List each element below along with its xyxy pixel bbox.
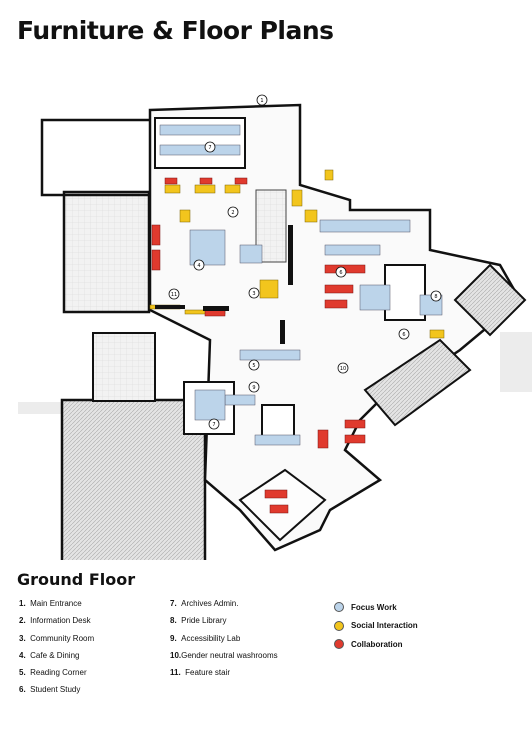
legend-item: 10.Gender neutral washrooms: [170, 650, 278, 660]
marker-label: 8: [434, 294, 437, 300]
legend-item: 5. Reading Corner: [19, 668, 87, 678]
room-legend-left: 1. Main Entrance 2. Information Desk 3. …: [19, 598, 94, 702]
collaboration-swatch-icon: [334, 639, 344, 650]
marker-10: 10: [337, 362, 349, 374]
key-focus-work: Focus Work: [334, 598, 418, 617]
marker-label: 7: [208, 145, 211, 151]
marker-2: 2: [227, 206, 239, 218]
east-wing: [453, 263, 527, 337]
marker-6a: 6: [335, 266, 347, 278]
marker-label: 9: [252, 385, 255, 391]
floor-plan: 1 2 3 4 5 6 6 7 7 8 9 10 11: [18, 94, 532, 560]
social-interaction-swatch-icon: [334, 620, 344, 631]
marker-9: 9: [248, 381, 260, 393]
marker-label: 2: [231, 210, 234, 216]
lab-room: [384, 264, 426, 321]
service-rooms: [62, 190, 151, 314]
marker-8: 8: [430, 290, 442, 302]
marker-11: 11: [168, 288, 180, 300]
legend-item: 9. Accessibility Lab: [170, 633, 241, 643]
legend-item: 11. Feature stair: [170, 668, 231, 678]
marker-1: 1: [256, 94, 268, 106]
focus-work-swatch-icon: [334, 602, 344, 613]
marker-3: 3: [248, 287, 260, 299]
floor-heading: Ground Floor: [17, 570, 136, 589]
feature-walls: [155, 225, 293, 344]
marker-5: 5: [248, 359, 260, 371]
marker-4: 4: [193, 259, 205, 271]
west-wing: [40, 118, 162, 197]
marker-7a: 7: [204, 141, 216, 153]
key-collaboration: Collaboration: [334, 635, 418, 654]
focus-work-furniture: [159, 124, 443, 446]
room-legend-middle: 7. Archives Admin. 8. Pride Library 9. A…: [170, 598, 278, 684]
room-markers: 1 2 3 4 5 6 6 7 7 8 9 10 11: [168, 94, 442, 430]
service-rooms: [92, 332, 156, 402]
social-interaction-furniture: [149, 169, 445, 339]
legend-item: 1. Main Entrance: [19, 599, 82, 608]
hatched-block: [60, 398, 207, 560]
marker-label: 5: [252, 363, 255, 369]
marker-6b: 6: [398, 328, 410, 340]
marker-label: 3: [252, 291, 255, 297]
angled-wing: [363, 338, 472, 427]
legend-item: 3. Community Room: [19, 633, 95, 643]
page-title: Furniture & Floor Plans: [17, 16, 334, 45]
legend-item: 6. Student Study: [19, 685, 81, 695]
site-strip: [500, 332, 532, 392]
legend-item: 4. Cafe & Dining: [19, 650, 80, 660]
marker-label: 7: [212, 422, 215, 428]
legend-item: 7. Archives Admin.: [170, 599, 239, 608]
marker-label: 6: [339, 270, 342, 276]
legend-item: 2. Information Desk: [19, 616, 91, 626]
marker-label: 1: [260, 98, 263, 104]
marker-label: 6: [402, 332, 405, 338]
marker-label: 10: [340, 366, 346, 372]
legend-item: 8. Pride Library: [170, 616, 227, 626]
zone-color-key: Focus Work Social Interaction Collaborat…: [334, 598, 418, 654]
marker-label: 11: [171, 292, 177, 298]
cafe-core: [261, 404, 295, 440]
marker-7b: 7: [208, 418, 220, 430]
key-social-interaction: Social Interaction: [334, 617, 418, 636]
marker-label: 4: [197, 263, 200, 269]
